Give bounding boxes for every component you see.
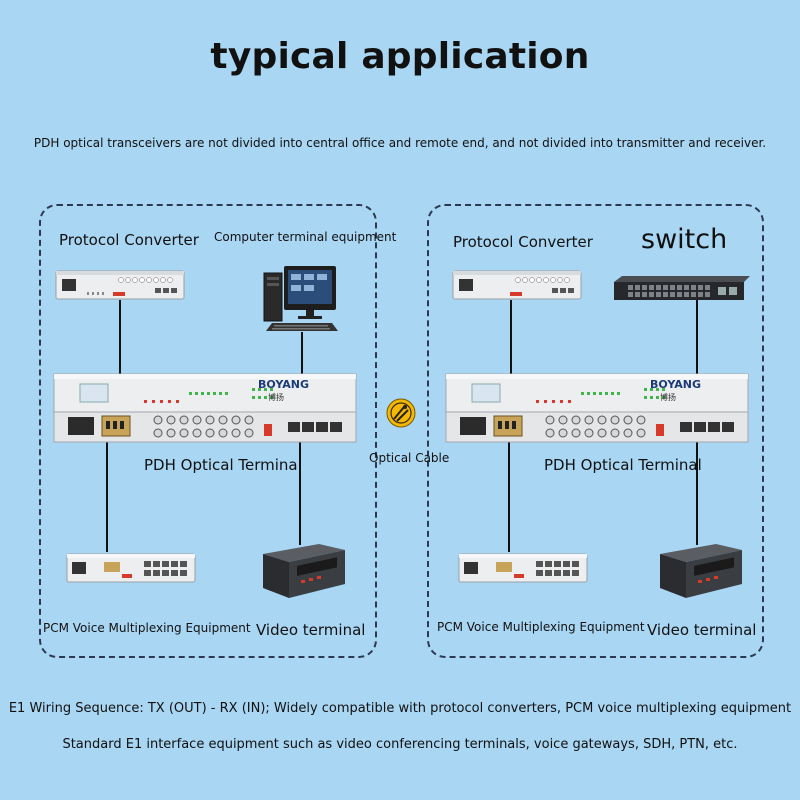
right-switch-device	[614, 276, 750, 300]
left-pdh-brand-cn-label: 博扬	[268, 393, 284, 402]
right-pdh-brand-cn-label: 博扬	[660, 393, 676, 402]
right-pdh-brand-label: BOYANG	[650, 378, 702, 391]
wire-right-switch	[696, 300, 698, 376]
left-panel	[39, 204, 377, 658]
right-protocol-converter-device	[452, 270, 582, 300]
optical-cable-label: Optical Cable	[369, 451, 450, 465]
right-panel	[427, 204, 764, 658]
left-pdh-terminal-device	[53, 373, 357, 443]
left-computer-terminal-icon	[263, 266, 338, 331]
left-pcm-device	[66, 553, 196, 583]
wire-left-protocol	[119, 300, 121, 376]
wire-left-computer	[301, 332, 303, 378]
left-pdh-brand-label: BOYANG	[258, 378, 310, 391]
wire-left-pcm	[106, 438, 108, 552]
right-video-terminal-icon	[660, 544, 742, 598]
left-protocol-converter-device	[55, 270, 185, 300]
right-protocol-converter-label: Protocol Converter	[453, 233, 593, 251]
right-pdh-terminal-device	[445, 373, 749, 443]
left-computer-terminal-label: Computer terminal equipment	[214, 230, 397, 244]
wire-right-pcm	[508, 438, 510, 552]
right-pdh-terminal-label: PDH Optical Terminal	[544, 456, 702, 474]
right-pcm-label: PCM Voice Multiplexing Equipment	[437, 620, 645, 634]
footer-line-1: E1 Wiring Sequence: TX (OUT) - RX (IN); …	[8, 701, 792, 716]
right-switch-label: switch	[641, 224, 728, 255]
right-pcm-device	[458, 553, 588, 583]
wire-right-protocol	[510, 300, 512, 376]
left-video-label: Video terminal	[256, 621, 366, 639]
right-video-label: Video terminal	[647, 621, 757, 639]
page-subtitle: PDH optical transceivers are not divided…	[33, 136, 767, 150]
wire-left-video	[299, 438, 301, 545]
left-pdh-terminal-label: PDH Optical Terminal	[144, 456, 302, 474]
footer-line-2: Standard E1 interface equipment such as …	[62, 737, 738, 752]
left-pcm-label: PCM Voice Multiplexing Equipment	[43, 621, 251, 635]
left-protocol-converter-label: Protocol Converter	[59, 231, 199, 249]
wire-right-video	[696, 438, 698, 545]
optical-cable-badge-icon	[386, 398, 416, 428]
left-video-terminal-icon	[263, 544, 345, 598]
page-title: typical application	[210, 36, 590, 77]
